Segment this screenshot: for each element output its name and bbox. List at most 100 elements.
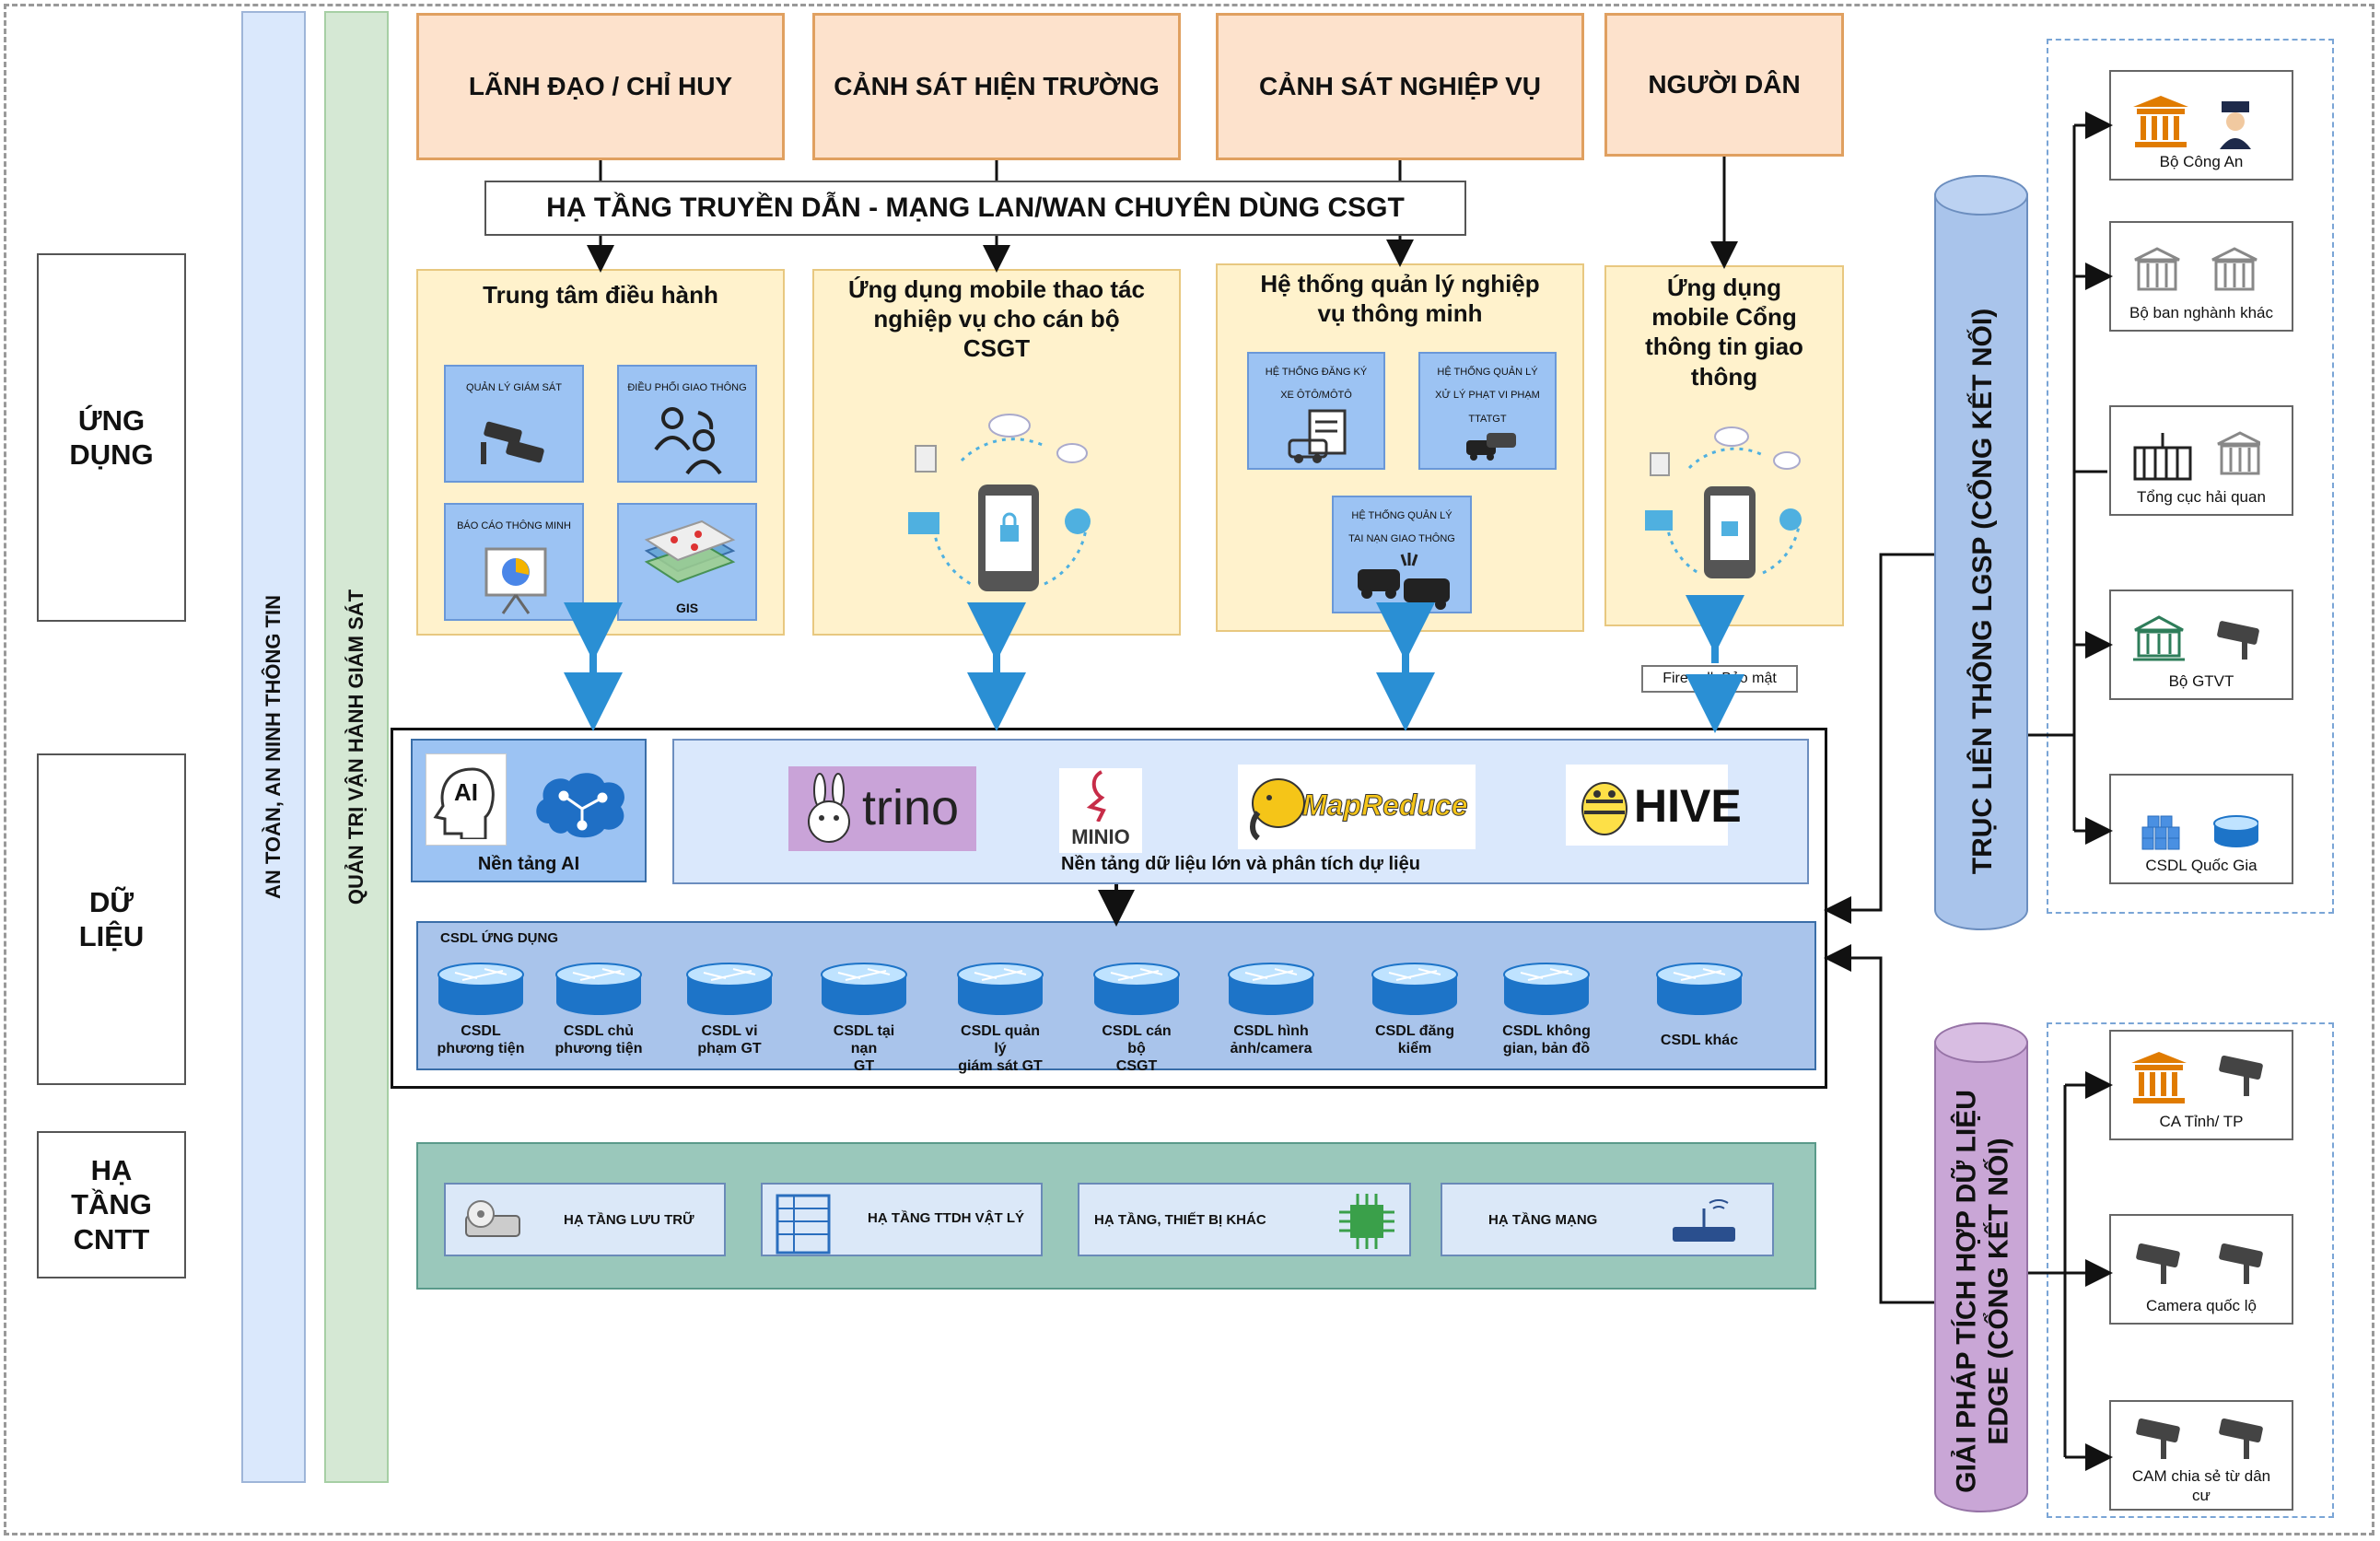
people-exchange-icon bbox=[654, 407, 722, 475]
minio-logo: MINIO bbox=[1059, 768, 1142, 853]
car-document-icon bbox=[1288, 409, 1347, 463]
edge-cylinder: GIẢI PHÁP TÍCH HỢP DỮ LIỆU EDGE (CỔNG KẾ… bbox=[1934, 1022, 2028, 1512]
partner-mot: Bộ GTVT bbox=[2109, 590, 2293, 700]
lgsp-cylinder-top bbox=[1934, 175, 2028, 216]
trino-logo-text: trino bbox=[862, 780, 960, 835]
layer-app-label: ỨNG DỤNG bbox=[37, 253, 186, 622]
hadoop-elephant-icon bbox=[1250, 778, 1305, 841]
network-bar: HẠ TẦNG TRUYỀN DẪN - MẠNG LAN/WAN CHUYÊN… bbox=[484, 181, 1466, 236]
customs-building-icon bbox=[2133, 431, 2260, 481]
csdl-item: CSDL khác bbox=[1649, 962, 1750, 1049]
lgsp-cylinder: TRỤC LIÊN THÔNG LGSP (CỔNG KẾT NỐI) bbox=[1934, 175, 2028, 930]
csdl-panel: CSDL ỨNG DỤNG CSDL phương tiện CSDL chủ … bbox=[416, 921, 1816, 1074]
infra-storage: HẠ TẦNG LƯU TRỮ bbox=[444, 1183, 726, 1256]
partner-ministries-label: Bộ ban nghành khác bbox=[2129, 303, 2273, 321]
security-bar: AN TOÀN, AN NINH THÔNG TIN bbox=[241, 11, 306, 1483]
gis-map-icon bbox=[644, 520, 736, 584]
citizen-mobile-sync-icon bbox=[1645, 426, 1802, 578]
infra-network: HẠ TẦNG MẠNG bbox=[1441, 1183, 1774, 1256]
infra-datacenter-label: HẠ TẦNG TTDH VẬT LÝ bbox=[868, 1210, 1024, 1226]
app-smart-management: Hệ thống quản lý nghiệp vụ thông minh HỆ… bbox=[1216, 263, 1584, 632]
minio-bird-icon bbox=[1086, 770, 1106, 822]
infra-panel: HẠ TẦNG LƯU TRỮ HẠ TẦNG TTDH VẬT LÝ HẠ T… bbox=[416, 1142, 1816, 1290]
tile-violation-handling-label: HỆ THỐNG QUẢN LÝ XỬ LÝ PHẠT VI PHẠM TTAT… bbox=[1435, 367, 1540, 425]
source-highway-camera-label: Camera quốc lộ bbox=[2145, 1296, 2257, 1314]
csdl-item: CSDL cán bộ CSGT bbox=[1092, 962, 1181, 1076]
partner-national-db-label: CSDL Quốc Gia bbox=[2145, 856, 2258, 874]
app-smart-management-title: Hệ thống quản lý nghiệp vụ thông minh bbox=[1260, 270, 1540, 328]
infra-other-devices: HẠ TẦNG, THIẾT BỊ KHÁC bbox=[1078, 1183, 1411, 1256]
mapreduce-logo: MapReduce bbox=[1238, 765, 1476, 849]
csdl-item-label: CSDL tại nạn GT bbox=[833, 1023, 895, 1075]
tile-vehicle-registration: HỆ THỐNG ĐĂNG KÝ XE ÔTÔ/MÔTÔ bbox=[1247, 352, 1385, 470]
source-provincial-police-label: CA Tỉnh/ TP bbox=[2159, 1112, 2244, 1130]
infra-network-label: HẠ TẦNG MẠNG bbox=[1488, 1212, 1598, 1228]
cctv-icon bbox=[481, 421, 544, 464]
hive-logo: HIVE bbox=[1566, 765, 1742, 846]
csdl-item-label: CSDL phương tiện bbox=[437, 1023, 525, 1057]
source-citizen-camera: CAM chia sẻ từ dân cư bbox=[2109, 1400, 2293, 1511]
csdl-item: CSDL quản lý giám sát GT bbox=[956, 962, 1044, 1076]
layer-infra-label: HẠ TẦNG CNTT bbox=[37, 1131, 186, 1278]
tile-smart-report: BÁO CÁO THÔNG MINH bbox=[444, 503, 584, 621]
layer-data-label: DỮ LIỆU bbox=[37, 753, 186, 1085]
database-icon bbox=[1228, 963, 1314, 1015]
csdl-item-label: CSDL đăng kiểm bbox=[1375, 1023, 1454, 1057]
csdl-item: CSDL không gian, bản đồ bbox=[1496, 962, 1597, 1057]
database-icon bbox=[1371, 963, 1458, 1015]
outer-frame bbox=[4, 4, 2374, 1535]
csdl-item-label: CSDL vi phạm GT bbox=[697, 1023, 762, 1057]
ai-head-icon: AI bbox=[426, 753, 507, 846]
csdl-item-label: CSDL chủ phương tiện bbox=[554, 1023, 643, 1057]
buildings-icon bbox=[2134, 247, 2258, 291]
source-highway-camera: Camera quốc lộ bbox=[2109, 1214, 2293, 1325]
building-police-icon bbox=[2133, 96, 2251, 149]
source-citizen-camera-label: CAM chia sẻ từ dân cư bbox=[2131, 1467, 2271, 1504]
partner-mps: Bộ Công An bbox=[2109, 70, 2293, 181]
user-leader: LÃNH ĐẠO / CHỈ HUY bbox=[416, 13, 785, 160]
user-field-police: CẢNH SÁT HIỆN TRƯỜNG bbox=[812, 13, 1181, 160]
database-icon bbox=[438, 963, 524, 1015]
minio-logo-text: MINIO bbox=[1071, 825, 1130, 848]
database-icon bbox=[1093, 963, 1180, 1015]
partner-customs-label: Tổng cục hải quan bbox=[2137, 487, 2266, 506]
hive-logo-text: HIVE bbox=[1634, 780, 1742, 832]
infra-storage-label: HẠ TẦNG LƯU TRỮ bbox=[564, 1212, 694, 1228]
edge-source-frame bbox=[2047, 1022, 2334, 1518]
tile-accident-management-label: HỆ THỐNG QUẢN LÝ TAI NẠN GIAO THÔNG bbox=[1348, 510, 1455, 545]
csdl-item: CSDL chủ phương tiện bbox=[554, 962, 643, 1057]
ops-bar: QUẢN TRỊ VẬN HÀNH GIÁM SÁT bbox=[324, 11, 389, 1483]
csdl-item: CSDL hình ảnh/camera bbox=[1227, 962, 1315, 1057]
database-icon bbox=[555, 963, 642, 1015]
mobile-cloud-sync-icon bbox=[908, 414, 1091, 591]
server-rack-icon bbox=[776, 1194, 831, 1255]
mapreduce-logo-text: MapReduce bbox=[1302, 788, 1469, 823]
lgsp-partner-frame bbox=[2047, 39, 2334, 914]
building-camera-icon bbox=[2131, 1052, 2263, 1103]
app-control-center: Trung tâm điều hành QUẢN LÝ GIÁM SÁT ĐIỀ… bbox=[416, 269, 785, 636]
cctv-icon bbox=[2136, 1243, 2263, 1284]
csdl-item-label: CSDL khác bbox=[1660, 1033, 1739, 1048]
app-police-mobile: Ứng dụng mobile thao tác nghiệp vụ cho c… bbox=[812, 269, 1181, 636]
tile-gis-label: GIS bbox=[675, 601, 699, 615]
presentation-chart-icon bbox=[484, 547, 547, 614]
chip-icon bbox=[1339, 1194, 1394, 1249]
partner-customs: Tổng cục hải quan bbox=[2109, 405, 2293, 516]
partner-mot-label: Bộ GTVT bbox=[2168, 671, 2234, 690]
database-icon bbox=[1656, 963, 1743, 1015]
source-provincial-police: CA Tỉnh/ TP bbox=[2109, 1030, 2293, 1140]
partner-national-db: CSDL Quốc Gia bbox=[2109, 774, 2293, 884]
csdl-item-label: CSDL cán bộ CSGT bbox=[1102, 1023, 1172, 1075]
infra-datacenter: HẠ TẦNG TTDH VẬT LÝ bbox=[761, 1183, 1043, 1256]
partner-mps-label: Bộ Công An bbox=[2159, 152, 2244, 170]
database-icon bbox=[957, 963, 1044, 1015]
bigdata-platform: trino MINIO MapReduce HIVE Nền tảng dữ l… bbox=[672, 739, 1809, 884]
tile-monitoring: QUẢN LÝ GIÁM SÁT bbox=[444, 365, 584, 483]
csdl-item-label: CSDL quản lý giám sát GT bbox=[958, 1023, 1043, 1075]
csdl-panel-title: CSDL ỨNG DỤNG bbox=[440, 930, 559, 946]
brain-circuit-icon bbox=[536, 773, 624, 838]
app-police-mobile-title: Ứng dụng mobile thao tác nghiệp vụ cho c… bbox=[847, 275, 1145, 363]
trino-bunny-icon bbox=[808, 773, 850, 843]
ai-badge: AI bbox=[454, 778, 478, 806]
